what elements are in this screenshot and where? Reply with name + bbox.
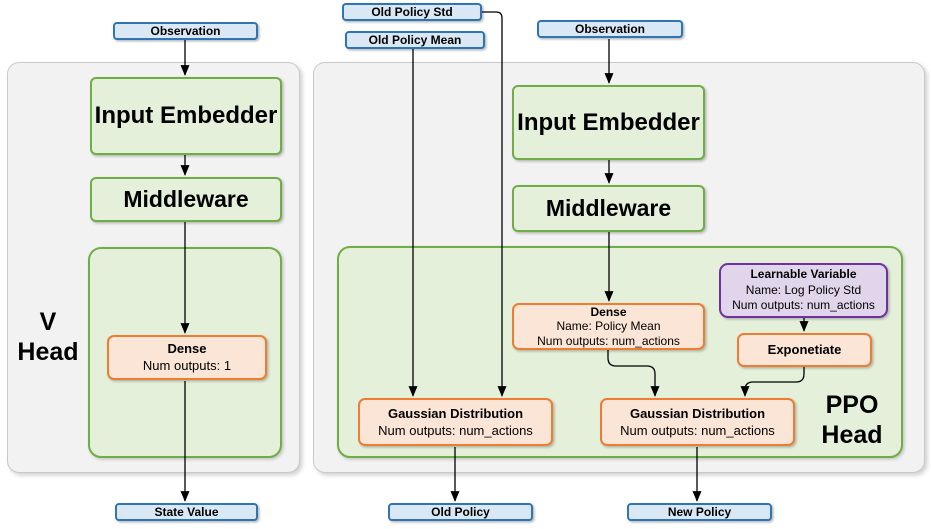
- node-line: Num outputs: num_actions: [620, 423, 775, 438]
- node-dense-policy-mean: Dense Name: Policy Mean Num outputs: num…: [512, 303, 705, 350]
- node-line: Num outputs: 1: [142, 357, 232, 373]
- node-middleware-right: Middleware: [512, 185, 705, 232]
- ppo-head-label-line1: PPO: [825, 391, 879, 419]
- node-label: Old Policy Mean: [368, 32, 462, 47]
- node-line: Num outputs: num_actions: [537, 333, 680, 348]
- node-new-policy: New Policy: [627, 503, 772, 521]
- node-learnable-variable: Learnable Variable Name: Log Policy Std …: [719, 263, 888, 318]
- v-head-label-line2: Head: [17, 338, 79, 366]
- node-label: Exponetiate: [767, 341, 842, 357]
- node-line: Name: Log Policy Std: [745, 282, 862, 297]
- node-line: Name: Policy Mean: [556, 319, 661, 334]
- node-label: State Value: [154, 504, 219, 519]
- node-label: New Policy: [667, 504, 732, 519]
- v-head-label-line1: V: [39, 308, 57, 336]
- node-line: Num outputs: num_actions: [378, 423, 533, 438]
- node-label: Old Policy: [431, 504, 490, 519]
- node-label: Observation: [150, 23, 221, 38]
- node-title: Dense: [590, 304, 627, 319]
- node-title: Dense: [167, 341, 207, 356]
- node-old-policy: Old Policy: [388, 503, 533, 521]
- node-input-embedder-right: Input Embedder: [512, 85, 705, 160]
- ppo-head-label: PPO Head: [813, 390, 891, 450]
- node-label: Observation: [574, 21, 646, 36]
- node-title: Learnable Variable: [750, 267, 857, 282]
- node-exponetiate: Exponetiate: [737, 333, 872, 367]
- node-observation-left: Observation: [113, 22, 258, 40]
- v-head-label: V Head: [12, 307, 84, 367]
- node-input-embedder-left: Input Embedder: [90, 77, 282, 155]
- node-gaussian-distribution-old: Gaussian Distribution Num outputs: num_a…: [358, 398, 553, 446]
- node-middleware-left: Middleware: [90, 177, 282, 222]
- node-label: Input Embedder: [517, 108, 700, 136]
- node-dense-v: Dense Num outputs: 1: [107, 335, 267, 380]
- ppo-head-label-line2: Head: [821, 421, 883, 449]
- node-label: Input Embedder: [94, 102, 278, 129]
- node-old-policy-mean: Old Policy Mean: [345, 31, 485, 49]
- node-label: Middleware: [123, 186, 249, 213]
- node-title: Gaussian Distribution: [387, 406, 524, 421]
- node-state-value: State Value: [115, 503, 258, 521]
- node-label: Middleware: [545, 195, 672, 222]
- node-title: Gaussian Distribution: [629, 406, 766, 421]
- node-gaussian-distribution-new: Gaussian Distribution Num outputs: num_a…: [600, 398, 795, 446]
- node-observation-right: Observation: [537, 20, 683, 38]
- node-line: Num outputs: num_actions: [732, 298, 875, 313]
- node-old-policy-std: Old Policy Std: [342, 3, 482, 21]
- node-label: Old Policy Std: [371, 4, 453, 19]
